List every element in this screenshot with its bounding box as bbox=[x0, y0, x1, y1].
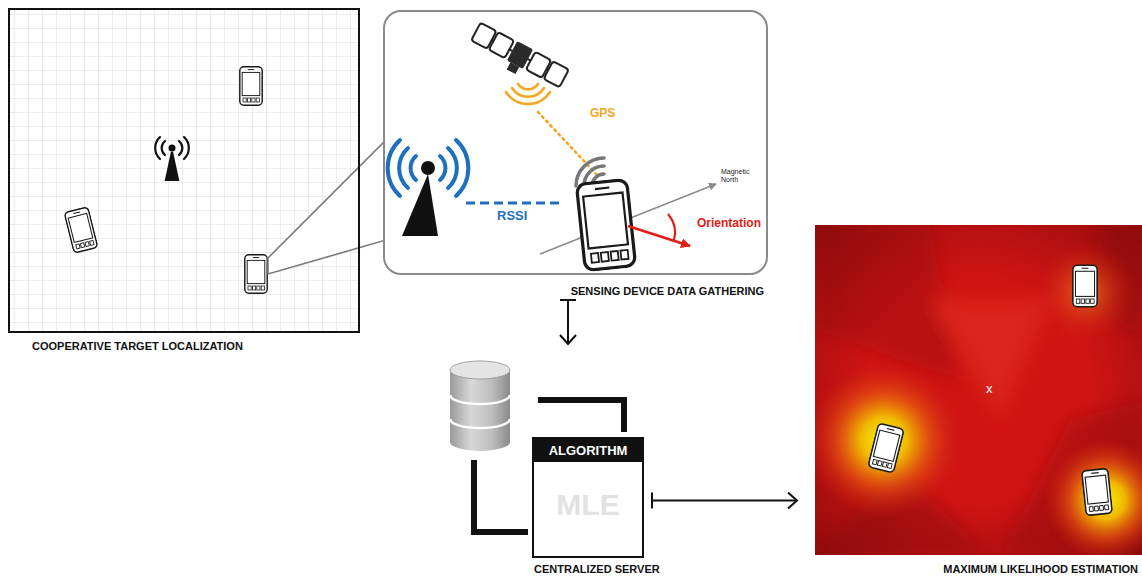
base-station-icon bbox=[402, 174, 438, 236]
gps-link bbox=[538, 112, 598, 176]
signal-label: RSSI bbox=[497, 208, 527, 223]
sensing-phone bbox=[576, 179, 635, 270]
base-station-icon bbox=[411, 156, 416, 180]
gps-signal bbox=[512, 88, 544, 97]
signal-label: GPS bbox=[590, 106, 615, 120]
panel-caption: SENSING DEVICE DATA GATHERING bbox=[571, 285, 764, 297]
database-icon bbox=[450, 433, 510, 451]
antenna-icon bbox=[166, 152, 178, 180]
flow-connector bbox=[652, 493, 797, 509]
phone-icon bbox=[868, 423, 904, 473]
database-icon bbox=[450, 419, 510, 428]
phone-icon bbox=[1082, 468, 1113, 515]
caption: CENTRALIZED SERVER bbox=[534, 563, 660, 575]
likelihood-heatmap bbox=[815, 225, 1142, 555]
grid-ground bbox=[8, 8, 360, 333]
arrow-head bbox=[788, 493, 797, 509]
base-station-icon bbox=[456, 140, 468, 196]
base-station-icon bbox=[399, 148, 408, 188]
antenna-icon bbox=[155, 137, 189, 180]
flow-arrow bbox=[560, 335, 576, 344]
orientation-arrow bbox=[668, 214, 675, 240]
phone-icon bbox=[240, 67, 262, 105]
database-icon bbox=[450, 395, 510, 404]
map-panel: COOPERATIVE TARGET LOCALIZATION bbox=[8, 8, 360, 333]
antenna-icon bbox=[162, 141, 165, 155]
gps-signal bbox=[518, 84, 538, 89]
algorithm-box: ALGORITHMMLE bbox=[532, 437, 644, 558]
likelihood-heatmap bbox=[1036, 242, 1136, 342]
base-station-icon bbox=[388, 140, 469, 196]
sensing-panel: SENSING DEVICE DATA GATHERING bbox=[383, 10, 768, 275]
sensing-phone bbox=[576, 179, 635, 270]
flow-arrow bbox=[560, 300, 576, 344]
antenna-icon bbox=[179, 141, 182, 155]
antenna-icon bbox=[155, 137, 160, 159]
gps-signal bbox=[506, 92, 550, 104]
base-station-icon bbox=[440, 156, 445, 180]
callout-wedge bbox=[268, 140, 386, 274]
satellite-icon bbox=[507, 62, 520, 74]
panel-caption: COOPERATIVE TARGET LOCALIZATION bbox=[32, 340, 243, 352]
rssi-link bbox=[466, 202, 562, 205]
likelihood-heatmap bbox=[1044, 438, 1142, 555]
phone-icon bbox=[1073, 265, 1097, 307]
estimate-marker: x bbox=[986, 381, 993, 396]
satellite-icon bbox=[544, 61, 569, 87]
gps-link bbox=[538, 112, 598, 176]
phone-icon bbox=[245, 255, 267, 293]
axis-label: Magnetic North bbox=[721, 168, 757, 184]
grid-ground bbox=[8, 8, 360, 333]
server-bracket bbox=[538, 400, 624, 432]
phone-icon bbox=[64, 207, 98, 253]
box-header: ALGORITHM bbox=[534, 439, 642, 462]
database-icon bbox=[450, 361, 510, 451]
panel-caption: MAXIMUM LIKELIHOOD ESTIMATION bbox=[943, 563, 1138, 575]
panel-ground bbox=[384, 11, 767, 274]
orientation-arrow bbox=[628, 214, 690, 246]
connector-tick bbox=[651, 493, 653, 509]
orientation-label: Orientation bbox=[697, 216, 761, 230]
orientation-arrow bbox=[628, 226, 690, 246]
database-icon bbox=[450, 370, 510, 442]
base-station-icon bbox=[421, 161, 435, 175]
base-station-icon bbox=[388, 140, 469, 236]
satellite-icon bbox=[467, 22, 569, 95]
flow-arrow bbox=[567, 300, 569, 344]
database-icon bbox=[450, 361, 510, 379]
base-station-icon bbox=[448, 148, 457, 188]
rssi-link bbox=[466, 203, 562, 204]
antenna-icon bbox=[184, 137, 189, 159]
phone-icon bbox=[868, 265, 1112, 515]
callout-wedge bbox=[268, 140, 386, 274]
gps-signal bbox=[506, 84, 550, 104]
connector-line bbox=[652, 500, 797, 502]
antenna-icon bbox=[169, 145, 176, 152]
panel-ground bbox=[384, 11, 767, 274]
server-bracket bbox=[474, 460, 528, 532]
phone-icon bbox=[64, 67, 267, 293]
faded-text: MLE bbox=[534, 462, 642, 522]
base-station-icon bbox=[388, 140, 400, 196]
likelihood-heatmap bbox=[815, 362, 962, 518]
heatmap-panel: MAXIMUM LIKELIHOOD ESTIMATION bbox=[815, 225, 1142, 555]
